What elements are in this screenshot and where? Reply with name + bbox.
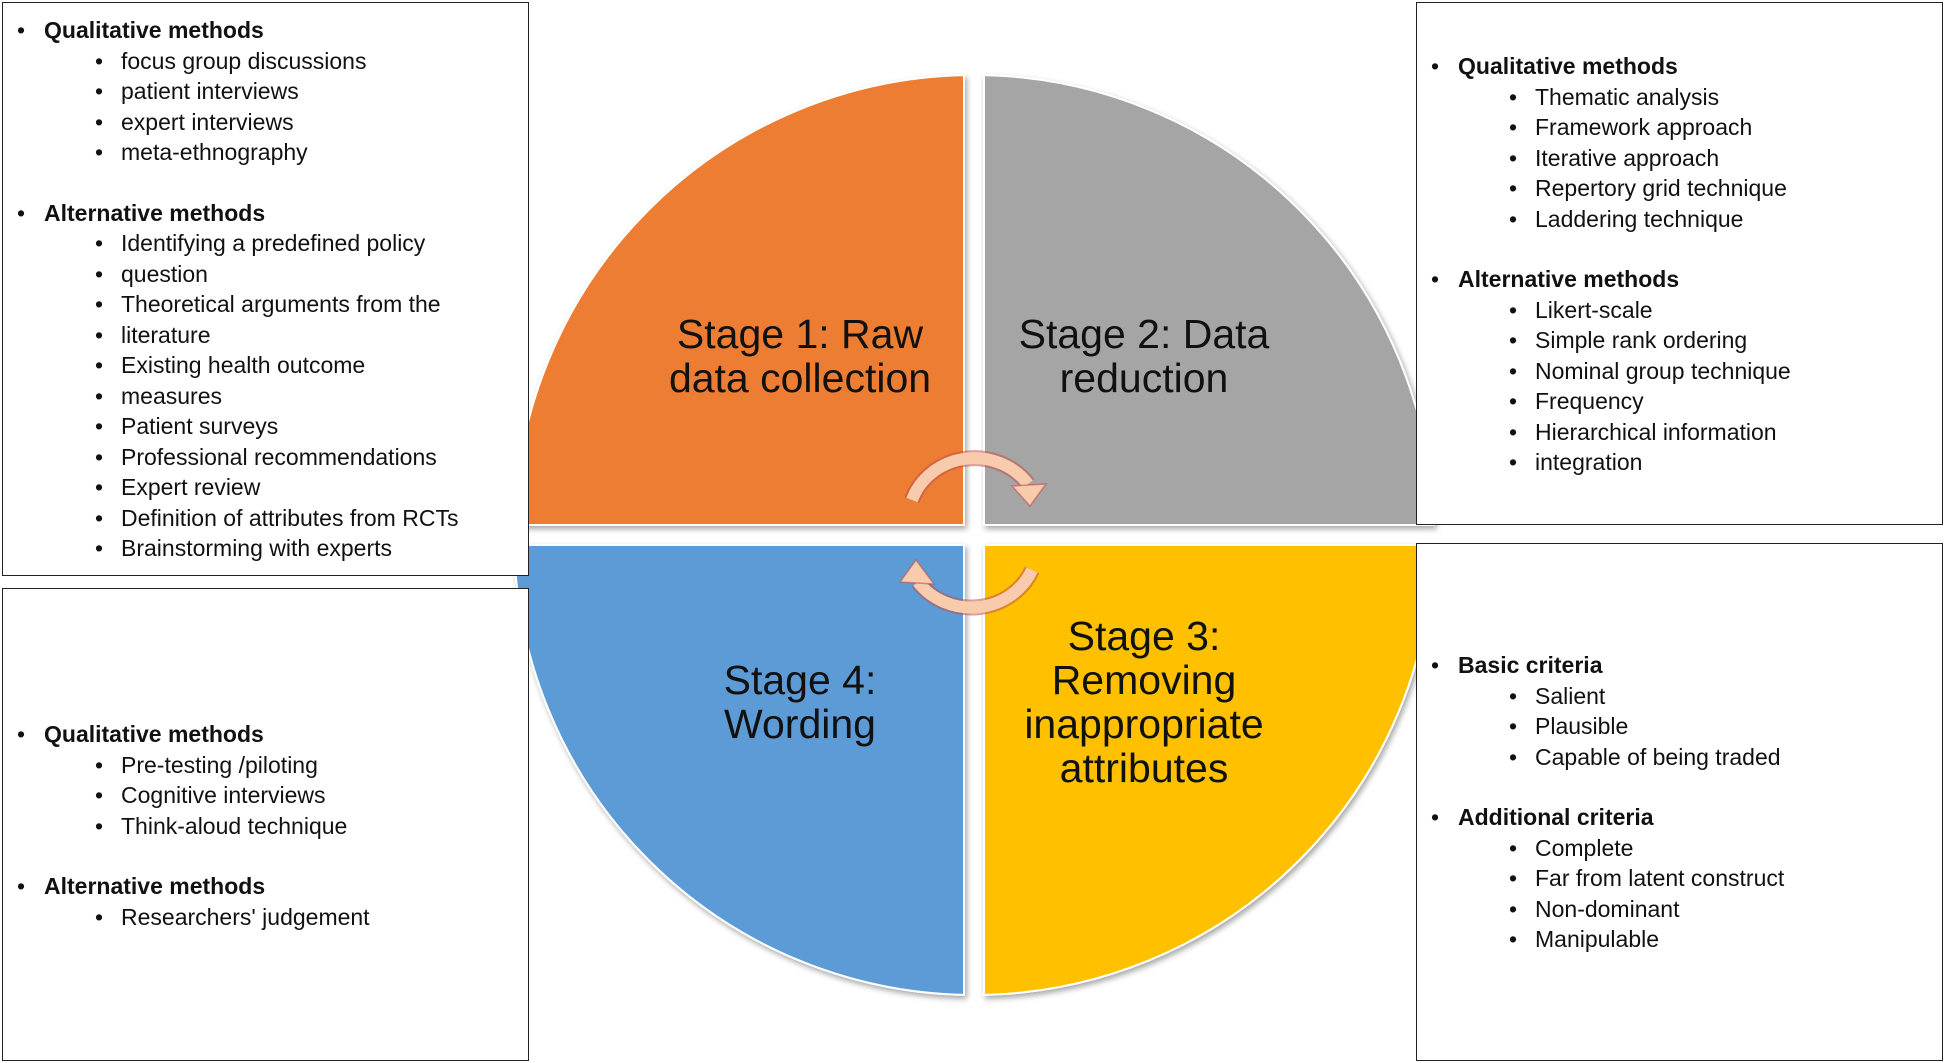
bullet-group: Alternative methodsLikert-scaleSimple ra… — [1417, 264, 1942, 478]
bullet-item: literature — [3, 320, 528, 351]
stage4-quadrant — [513, 544, 965, 996]
bullet-item: Researchers' judgement — [3, 902, 528, 933]
bullet-item: Plausible — [1417, 711, 1942, 742]
bullet-item: Complete — [1417, 833, 1942, 864]
bullet-group: Qualitative methodsThematic analysisFram… — [1417, 51, 1942, 234]
bullet-item: Framework approach — [1417, 112, 1942, 143]
bullet-item: Cognitive interviews — [3, 780, 528, 811]
group-title: Alternative methods — [1417, 264, 1942, 295]
stage1-quadrant — [513, 74, 965, 526]
bullet-item: expert interviews — [3, 107, 528, 138]
stage4-methods-panel: Qualitative methodsPre-testing /piloting… — [2, 588, 529, 1061]
bullet-item: Frequency — [1417, 386, 1942, 417]
group-title: Qualitative methods — [1417, 51, 1942, 82]
bullet-item: integration — [1417, 447, 1942, 478]
bullet-group: Basic criteriaSalientPlausibleCapable of… — [1417, 650, 1942, 772]
bullet-item: Brainstorming with experts — [3, 533, 528, 564]
bullet-group: Additional criteriaCompleteFar from late… — [1417, 802, 1942, 955]
bullet-item: focus group discussions — [3, 46, 528, 77]
group-title: Alternative methods — [3, 871, 528, 902]
bullet-list: Identifying a predefined policyquestionT… — [3, 228, 528, 564]
group-title: Qualitative methods — [3, 719, 528, 750]
stage2-quadrant — [983, 74, 1435, 526]
bullet-item: Theoretical arguments from the — [3, 289, 528, 320]
bullet-list: CompleteFar from latent constructNon-dom… — [1417, 833, 1942, 955]
bullet-item: Professional recommendations — [3, 442, 528, 473]
bullet-group: Qualitative methodsfocus group discussio… — [3, 15, 528, 168]
group-title: Alternative methods — [3, 198, 528, 229]
group-title: Qualitative methods — [3, 15, 528, 46]
bullet-item: question — [3, 259, 528, 290]
bullet-list: Thematic analysisFramework approachItera… — [1417, 82, 1942, 235]
bullet-group: Alternative methodsIdentifying a predefi… — [3, 198, 528, 564]
bullet-item: Likert-scale — [1417, 295, 1942, 326]
bullet-item: Manipulable — [1417, 924, 1942, 955]
bullet-item: Iterative approach — [1417, 143, 1942, 174]
bullet-list: SalientPlausibleCapable of being traded — [1417, 681, 1942, 773]
bullet-item: Patient surveys — [3, 411, 528, 442]
bullet-item: Salient — [1417, 681, 1942, 712]
bullet-item: Definition of attributes from RCTs — [3, 503, 528, 534]
bullet-item: Nominal group technique — [1417, 356, 1942, 387]
bullet-item: Pre-testing /piloting — [3, 750, 528, 781]
bullet-item: Repertory grid technique — [1417, 173, 1942, 204]
bullet-item: Simple rank ordering — [1417, 325, 1942, 356]
bullet-item: Capable of being traded — [1417, 742, 1942, 773]
bullet-item: Hierarchical information — [1417, 417, 1942, 448]
bullet-list: Researchers' judgement — [3, 902, 528, 933]
bullet-item: patient interviews — [3, 76, 528, 107]
stage4-label: Stage 4:Wording — [723, 657, 877, 747]
bullet-item: Non-dominant — [1417, 894, 1942, 925]
group-title: Basic criteria — [1417, 650, 1942, 681]
bullet-item: Think-aloud technique — [3, 811, 528, 842]
bullet-list: Likert-scaleSimple rank orderingNominal … — [1417, 295, 1942, 478]
bullet-item: Laddering technique — [1417, 204, 1942, 235]
bullet-group: Qualitative methodsPre-testing /piloting… — [3, 719, 528, 841]
stage1-methods-panel: Qualitative methodsfocus group discussio… — [2, 2, 529, 576]
stage2-methods-panel: Qualitative methodsThematic analysisFram… — [1416, 2, 1943, 525]
bullet-item: Far from latent construct — [1417, 863, 1942, 894]
bullet-item: meta-ethnography — [3, 137, 528, 168]
bullet-item: Existing health outcome — [3, 350, 528, 381]
bullet-item: Identifying a predefined policy — [3, 228, 528, 259]
bullet-list: Pre-testing /pilotingCognitive interview… — [3, 750, 528, 842]
bullet-item: Expert review — [3, 472, 528, 503]
bullet-group: Alternative methodsResearchers' judgemen… — [3, 871, 528, 932]
group-title: Additional criteria — [1417, 802, 1942, 833]
stage3-criteria-panel: Basic criteriaSalientPlausibleCapable of… — [1416, 543, 1943, 1061]
bullet-item: Thematic analysis — [1417, 82, 1942, 113]
bullet-item: measures — [3, 381, 528, 412]
bullet-list: focus group discussionspatient interview… — [3, 46, 528, 168]
circular-arrows-icon — [898, 450, 1048, 616]
